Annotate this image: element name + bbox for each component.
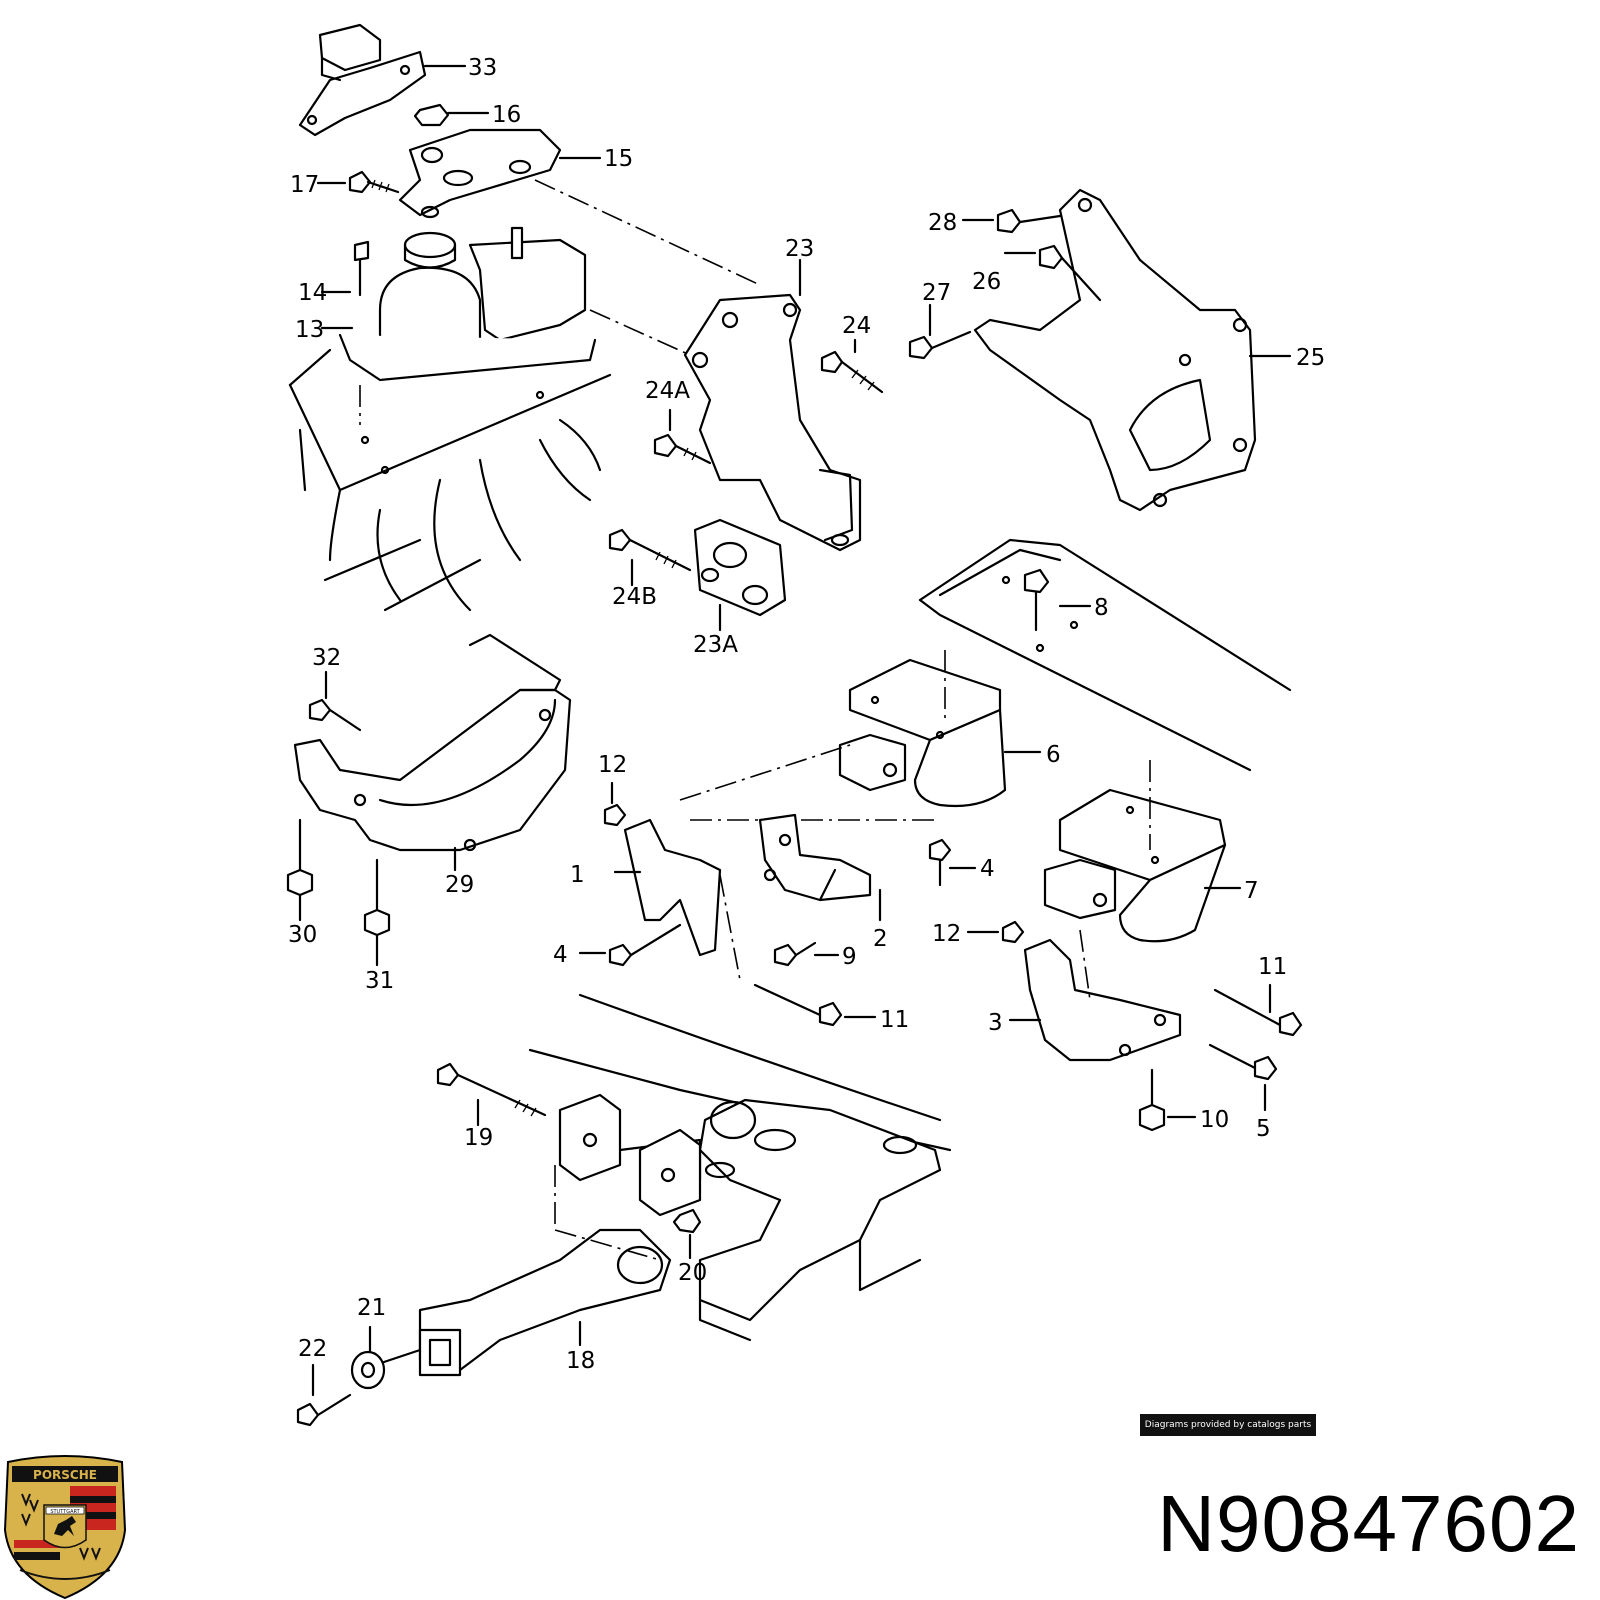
part-2-bracket — [758, 813, 882, 922]
alignment-line — [719, 874, 741, 981]
callout-3: 3 — [988, 1010, 1003, 1036]
callout-5: 5 — [1256, 1116, 1271, 1142]
callout-14: 14 — [298, 280, 327, 306]
callout-23A: 23A — [693, 632, 738, 658]
callout-31: 31 — [365, 968, 394, 994]
part-23-bracket — [683, 258, 862, 552]
callout-32: 32 — [312, 645, 341, 671]
callout-22: 22 — [298, 1336, 327, 1362]
callout-30: 30 — [288, 922, 317, 948]
callout-4a: 4 — [980, 856, 995, 882]
callout-18: 18 — [566, 1348, 595, 1374]
callout-24: 24 — [842, 313, 871, 339]
part-24B-bolt — [608, 528, 692, 587]
subframe-rail — [918, 538, 1292, 772]
callout-2: 2 — [873, 926, 888, 952]
callout-8: 8 — [1094, 595, 1109, 621]
lower-subframe — [528, 993, 952, 1342]
callout-16: 16 — [492, 102, 521, 128]
part-24A-bolt — [653, 408, 712, 465]
callout-24A: 24A — [645, 378, 690, 404]
callout-24B: 24B — [612, 584, 657, 610]
part-18-control-arm — [418, 1228, 672, 1377]
part-26-bolt — [1003, 244, 1102, 302]
part-31-bolt — [363, 858, 391, 967]
callout-28: 28 — [928, 210, 957, 236]
callout-13: 13 — [295, 317, 324, 343]
crest-city-text: STUTTGART — [50, 1509, 80, 1515]
part-28-bolt — [961, 208, 1062, 234]
part-6-engine-mount — [838, 658, 1042, 808]
callout-20: 20 — [678, 1260, 707, 1286]
part-20-nut — [672, 1208, 702, 1260]
alignment-line — [589, 309, 691, 356]
part-21-washer — [350, 1325, 422, 1390]
callout-labels: 33 16 15 17 14 13 23 24 24A 24B 23A 28 2… — [288, 55, 1325, 1374]
diagram-credit-banner: Diagrams provided by catalogs parts — [1140, 1414, 1316, 1436]
callout-4b: 4 — [553, 942, 568, 968]
callout-12b: 12 — [932, 921, 961, 947]
callout-11a: 11 — [880, 1007, 909, 1033]
alignment-line — [554, 1229, 661, 1261]
callout-10: 10 — [1200, 1107, 1229, 1133]
part-17-bolt — [316, 170, 400, 194]
callout-26: 26 — [972, 269, 1001, 295]
part-11-bolt — [753, 983, 1303, 1037]
alignment-line — [534, 179, 761, 286]
part-15-upper-bracket — [398, 103, 602, 219]
callout-7: 7 — [1244, 878, 1259, 904]
part-23A-mount-bushing — [693, 518, 787, 632]
part-10-bolt — [1138, 1068, 1197, 1132]
callout-6: 6 — [1046, 742, 1061, 768]
part-30-bolt — [286, 818, 314, 922]
part-25-engine-bracket — [973, 188, 1292, 512]
callout-11b: 11 — [1258, 954, 1287, 980]
part-27-bolt — [908, 303, 972, 360]
callout-15: 15 — [604, 146, 633, 172]
alignment-line — [1079, 929, 1091, 1001]
part-number: N90847602 — [1157, 1479, 1580, 1568]
upper-left-engine-mount — [288, 226, 612, 612]
callout-25: 25 — [1296, 345, 1325, 371]
callout-9: 9 — [842, 944, 857, 970]
part-29-cover-bracket — [293, 633, 572, 872]
part-33-relay-bracket — [298, 23, 467, 137]
callout-19: 19 — [464, 1125, 493, 1151]
callout-1: 1 — [570, 862, 585, 888]
part-7-engine-mount — [1043, 788, 1242, 943]
callout-21: 21 — [357, 1295, 386, 1321]
part-32-bolt — [308, 670, 362, 732]
part-24-bolt — [820, 338, 884, 394]
part-3-bracket — [966, 920, 1182, 1062]
part-19-bolt — [436, 1062, 547, 1127]
callout-33: 33 — [468, 55, 497, 81]
callout-12a: 12 — [598, 752, 627, 778]
callout-23: 23 — [785, 236, 814, 262]
alignment-line — [679, 744, 851, 801]
part-9-bolt — [773, 941, 840, 967]
callout-29: 29 — [445, 872, 474, 898]
part-5-bolt — [1208, 1043, 1278, 1112]
part-1-bracket — [603, 781, 722, 957]
porsche-crest-logo: PORSCHE STUTTGART — [3, 1455, 127, 1600]
part-22-bolt — [296, 1363, 352, 1427]
callout-17: 17 — [290, 172, 319, 198]
part-4-bolt — [578, 838, 977, 967]
callout-27: 27 — [922, 280, 951, 306]
crest-brand-text: PORSCHE — [33, 1468, 97, 1482]
